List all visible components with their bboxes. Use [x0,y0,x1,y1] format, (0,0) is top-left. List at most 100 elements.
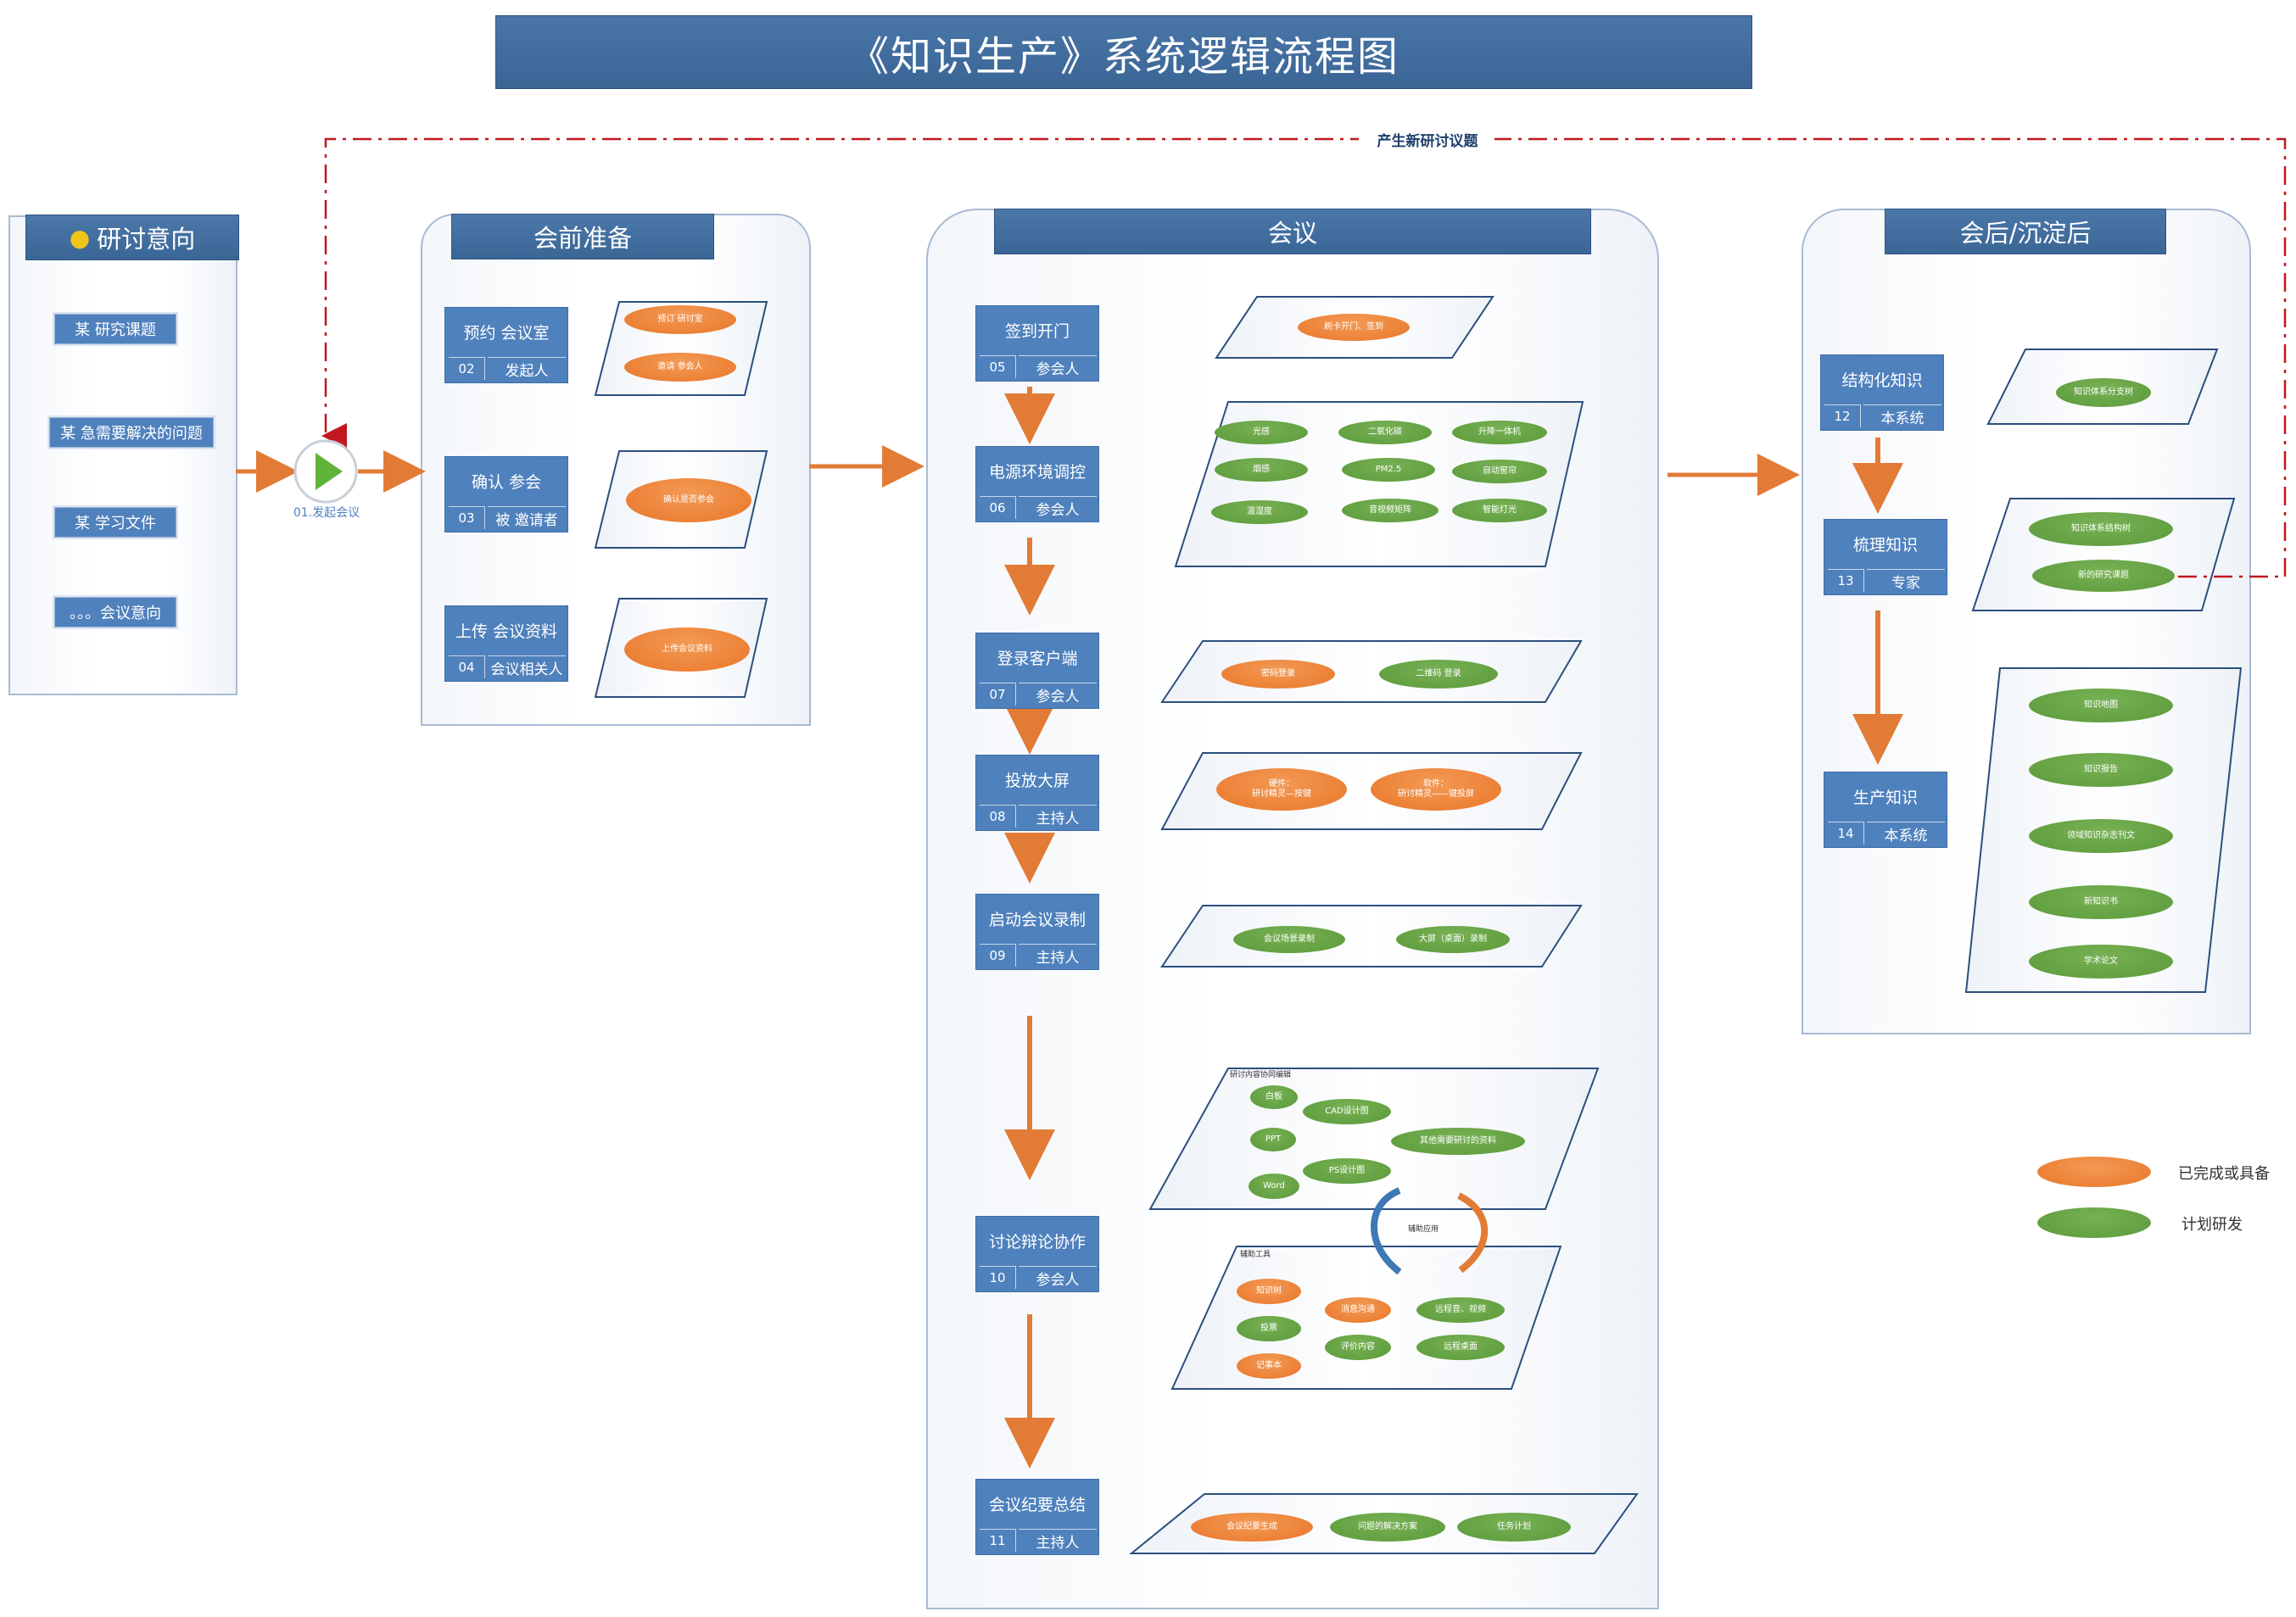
oval-env-curtain: 自动窗帘 [1452,460,1547,483]
assist-arrow-left [1371,1187,1402,1275]
step-name: 生产知识 [1852,788,1918,807]
step-04[interactable]: 上传 会议资料 04 会议相关人 [444,605,568,682]
intent-item-1[interactable]: 某 研究课题 [54,314,176,344]
play-icon[interactable] [316,453,343,490]
oval-cast-sw: 软件： 研讨精灵——键投屏 [1371,768,1501,811]
intent-item-2[interactable]: 某 急需要解决的问题 [49,417,214,448]
oval-tool-remote-av: 远程音、视频 [1416,1297,1505,1323]
step-12[interactable]: 结构化知识 12 本系统 [1820,354,1944,431]
step-13[interactable]: 梳理知识 13 专家 [1824,519,1947,595]
oval-tool-tree: 知识树 [1237,1279,1301,1304]
meeting-panel-header: 会议 [994,209,1591,254]
intent-header-label: 研讨意向 [97,225,196,254]
oval-env-av: 音视频矩阵 [1342,499,1438,522]
oval-qr-login: 二维码 登录 [1379,660,1498,689]
collab-title: 研讨内容协同编辑 [1230,1071,1292,1079]
oval-pwd-login: 密码登录 [1221,660,1335,689]
step-name: 梳理知识 [1852,535,1918,555]
step-name: 投放大屏 [1004,771,1070,790]
oval-invite: 邀请 参会人 [624,353,736,382]
step-role: 专家 [1867,569,1945,592]
step-name: 确认 参会 [471,472,542,492]
step-role: 主持人 [1019,1529,1097,1552]
step-02[interactable]: 预约 会议室 02 发起人 [444,307,568,383]
step-role: 参会人 [1019,355,1097,378]
step-name: 登录客户端 [997,649,1078,668]
step-11[interactable]: 会议纪要总结 11 主持人 [975,1479,1099,1555]
step-number: 05 [980,355,1016,378]
oval-env-temp: 温湿度 [1211,500,1308,524]
oval-confirm: 确认是否参会 [626,478,751,522]
legend-label-done: 已完成或具备 [2178,1165,2270,1183]
oval-solution: 问题的解决方案 [1330,1513,1445,1542]
step-number: 09 [980,944,1016,967]
step-name: 上传 会议资料 [455,622,558,641]
intent-item-4[interactable]: 。。。会议意向 [54,597,176,627]
oval-new-topic: 新的研究课题 [2032,560,2175,592]
oval-cad: CAD设计图 [1303,1099,1391,1124]
oval-env-lights: 智能灯光 [1452,499,1547,522]
step-role: 发起人 [488,357,566,380]
step-name: 讨论辩论协作 [988,1232,1086,1252]
step-number: 10 [980,1266,1016,1289]
step-name: 会议纪要总结 [988,1495,1086,1514]
legend-swatch-done [2037,1157,2151,1187]
post-panel-header: 会后/沉淀后 [1885,209,2166,254]
oval-tool-remote-desk: 远程桌面 [1416,1335,1505,1360]
step-06[interactable]: 电源环境调控 06 参会人 [975,446,1099,522]
step-role: 主持人 [1019,805,1097,828]
oval-tool-vote: 投票 [1237,1316,1301,1341]
oval-rec-screen: 大屏（桌面）录制 [1396,926,1510,953]
oval-cast-hw: 硬件： 研讨精灵—按键 [1216,768,1347,811]
oval-tool-review: 评价内容 [1325,1335,1391,1360]
step-role: 参会人 [1019,683,1097,705]
assist-label: 辅助应用 [1408,1225,1439,1234]
step-name: 签到开门 [1004,321,1070,341]
collab-box [1148,1068,1600,1210]
prep-panel-header: 会前准备 [451,214,714,259]
oval-env-pm25: PM2.5 [1342,458,1435,482]
step-number: 08 [980,805,1016,828]
step-role: 本系统 [1863,404,1941,427]
step-name: 启动会议录制 [988,910,1086,929]
step-number: 12 [1824,404,1861,427]
step-number: 14 [1828,822,1864,845]
oval-knowledge-map: 知识地图 [2029,689,2173,722]
step-role: 被 邀请者 [488,506,566,529]
oval-paper: 学术论文 [2029,945,2173,979]
step-08[interactable]: 投放大屏 08 主持人 [975,755,1099,831]
oval-upload: 上传会议资料 [624,627,750,672]
oval-ps: PS设计图 [1303,1158,1391,1184]
step-05[interactable]: 签到开门 05 参会人 [975,305,1099,382]
step-number: 07 [980,683,1016,705]
legend-label-planned: 计划研发 [2181,1216,2243,1234]
step-name: 电源环境调控 [988,462,1086,482]
intent-item-3[interactable]: 某 学习文件 [54,507,176,538]
step-10[interactable]: 讨论辩论协作 10 参会人 [975,1216,1099,1292]
loop-label-bg [1359,127,1494,151]
loop-line [321,137,2287,578]
step-14[interactable]: 生产知识 14 本系统 [1824,772,1947,848]
step-number: 13 [1828,569,1864,592]
intent-panel-header: ● 研讨意向 [25,215,239,260]
oval-knowledge-report: 知识报告 [2029,753,2173,787]
step-role: 会议相关人 [488,655,566,678]
step-role: 本系统 [1867,822,1945,845]
step-role: 参会人 [1019,496,1097,519]
oval-whiteboard: 白板 [1250,1085,1298,1109]
oval-minutes: 会议纪要生成 [1191,1513,1313,1542]
step-09[interactable]: 启动会议录制 09 主持人 [975,894,1099,970]
oval-structure-tree: 知识体系结构树 [2029,512,2173,546]
oval-tool-msg: 消息沟通 [1325,1297,1391,1323]
oval-env-light: 光感 [1215,421,1308,444]
legend-swatch-planned [2037,1207,2151,1238]
start-label: 01.发起会议 [293,506,360,520]
lightbulb-icon: ● [69,223,91,252]
step-03[interactable]: 确认 参会 03 被 邀请者 [444,456,568,532]
step-number: 03 [449,506,485,529]
step-number: 06 [980,496,1016,519]
step-number: 11 [980,1529,1016,1552]
record-box [1160,905,1583,967]
step-name: 预约 会议室 [463,323,550,343]
step-07[interactable]: 登录客户端 07 参会人 [975,633,1099,709]
